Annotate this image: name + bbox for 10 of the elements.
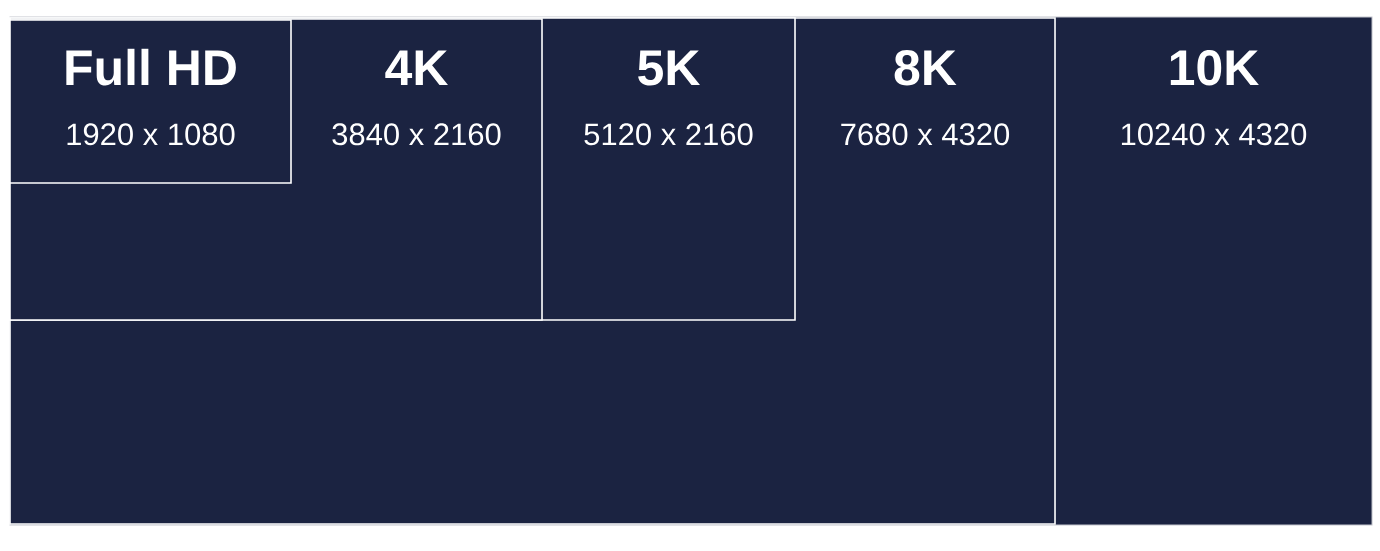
pixel-dimensions: 5120 x 2160 <box>584 123 753 146</box>
pixel-dimensions: 3840 x 2160 <box>332 123 501 146</box>
resolution-name: Full HD <box>66 48 236 86</box>
resolution-name: 5K <box>638 50 700 86</box>
resolution-name: 8K <box>894 50 957 86</box>
resolution-name: 4K <box>385 50 448 85</box>
pixel-dimensions: 7680 x 4320 <box>841 123 1010 146</box>
resolution-name: 10K <box>1170 50 1259 86</box>
pixel-dimensions: 1920 x 1080 <box>67 123 235 146</box>
pixel-dimensions: 10240 x 4320 <box>1121 123 1307 146</box>
